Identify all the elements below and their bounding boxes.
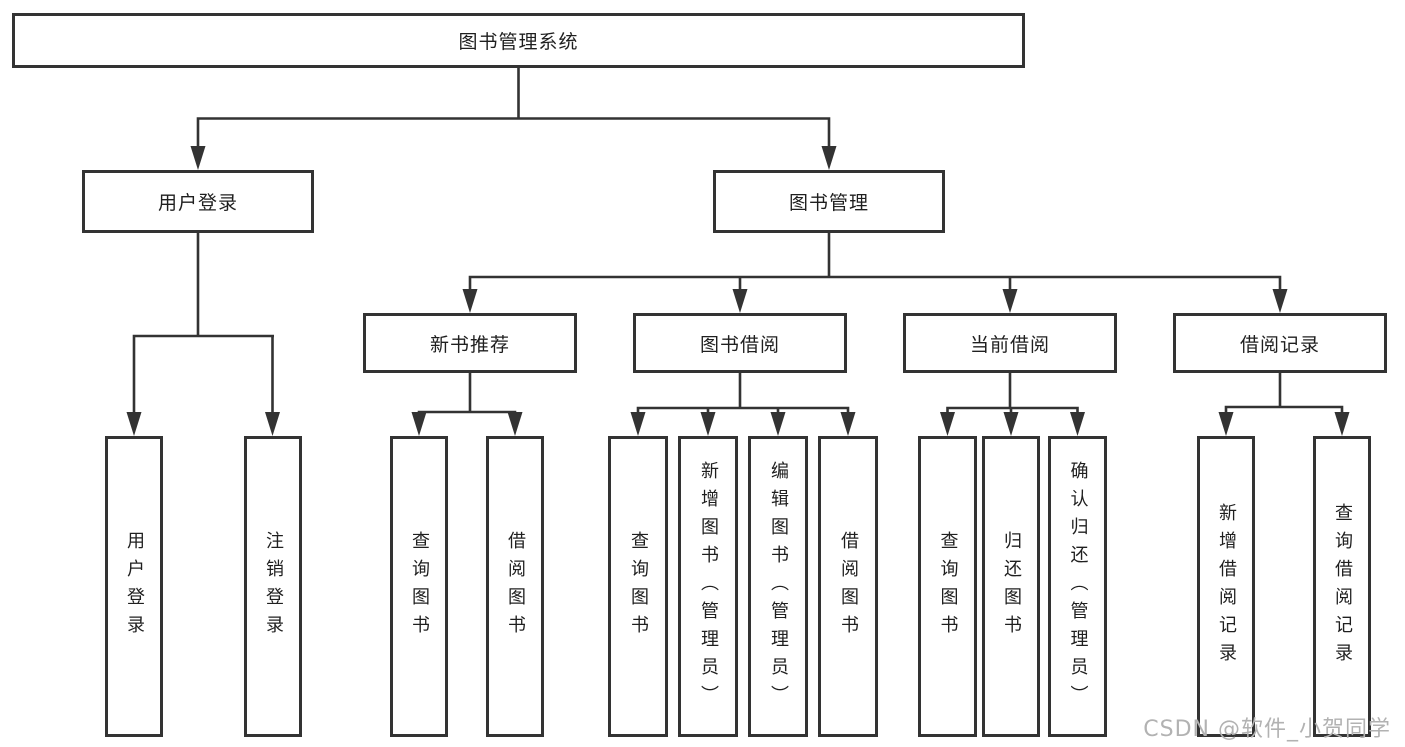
leaf-logout-label: 注销登录 xyxy=(263,530,284,643)
leaf-return-books: 归还图书 xyxy=(982,436,1040,737)
node-book-borrow-label: 图书借阅 xyxy=(699,333,780,356)
node-new-book-recommend-label: 新书推荐 xyxy=(429,333,510,356)
node-current-borrow: 当前借阅 xyxy=(903,313,1117,373)
node-root-label: 图书管理系统 xyxy=(458,31,579,53)
node-book-borrow: 图书借阅 xyxy=(633,313,847,373)
node-new-book-recommend: 新书推荐 xyxy=(363,313,577,373)
leaf-borrow-query-books: 查询图书 xyxy=(608,436,668,737)
leaf-add-borrow-record: 新增借阅记录 xyxy=(1197,436,1255,737)
leaf-borrow-query-books-label: 查询图书 xyxy=(628,530,649,643)
node-current-borrow-label: 当前借阅 xyxy=(969,333,1050,356)
leaf-confirm-return-admin: 确认归还（管理员） xyxy=(1048,436,1107,737)
leaf-recommend-query-books: 查询图书 xyxy=(390,436,448,737)
leaf-query-borrow-record-label: 查询借阅记录 xyxy=(1332,502,1353,671)
csdn-watermark: CSDN @软件_小贺同学 xyxy=(1143,717,1391,742)
leaf-recommend-borrow-books: 借阅图书 xyxy=(486,436,544,737)
leaf-query-borrow-record: 查询借阅记录 xyxy=(1313,436,1371,737)
node-borrow-records: 借阅记录 xyxy=(1173,313,1387,373)
node-user-login: 用户登录 xyxy=(82,170,314,233)
leaf-edit-book-admin: 编辑图书（管理员） xyxy=(748,436,808,737)
leaf-edit-book-admin-label: 编辑图书（管理员） xyxy=(768,460,789,713)
leaf-add-book-admin: 新增图书（管理员） xyxy=(678,436,738,737)
node-user-login-label: 用户登录 xyxy=(157,192,238,214)
leaf-current-query-books: 查询图书 xyxy=(918,436,977,737)
leaf-current-query-books-label: 查询图书 xyxy=(937,530,959,643)
node-book-management: 图书管理 xyxy=(713,170,945,233)
leaf-add-book-admin-label: 新增图书（管理员） xyxy=(698,460,719,713)
node-borrow-records-label: 借阅记录 xyxy=(1239,333,1320,356)
leaf-borrow-books: 借阅图书 xyxy=(818,436,878,737)
leaf-recommend-query-books-label: 查询图书 xyxy=(409,530,430,643)
leaf-return-books-label: 归还图书 xyxy=(1001,530,1022,643)
node-book-management-label: 图书管理 xyxy=(788,192,869,214)
leaf-user-login-label: 用户登录 xyxy=(124,530,145,643)
leaf-add-borrow-record-label: 新增借阅记录 xyxy=(1216,502,1237,671)
node-root: 图书管理系统 xyxy=(12,13,1025,68)
leaf-borrow-books-label: 借阅图书 xyxy=(838,530,859,643)
leaf-user-login: 用户登录 xyxy=(105,436,163,737)
leaf-confirm-return-admin-label: 确认归还（管理员） xyxy=(1067,460,1089,713)
leaf-logout: 注销登录 xyxy=(244,436,302,737)
leaf-recommend-borrow-books-label: 借阅图书 xyxy=(505,530,526,643)
